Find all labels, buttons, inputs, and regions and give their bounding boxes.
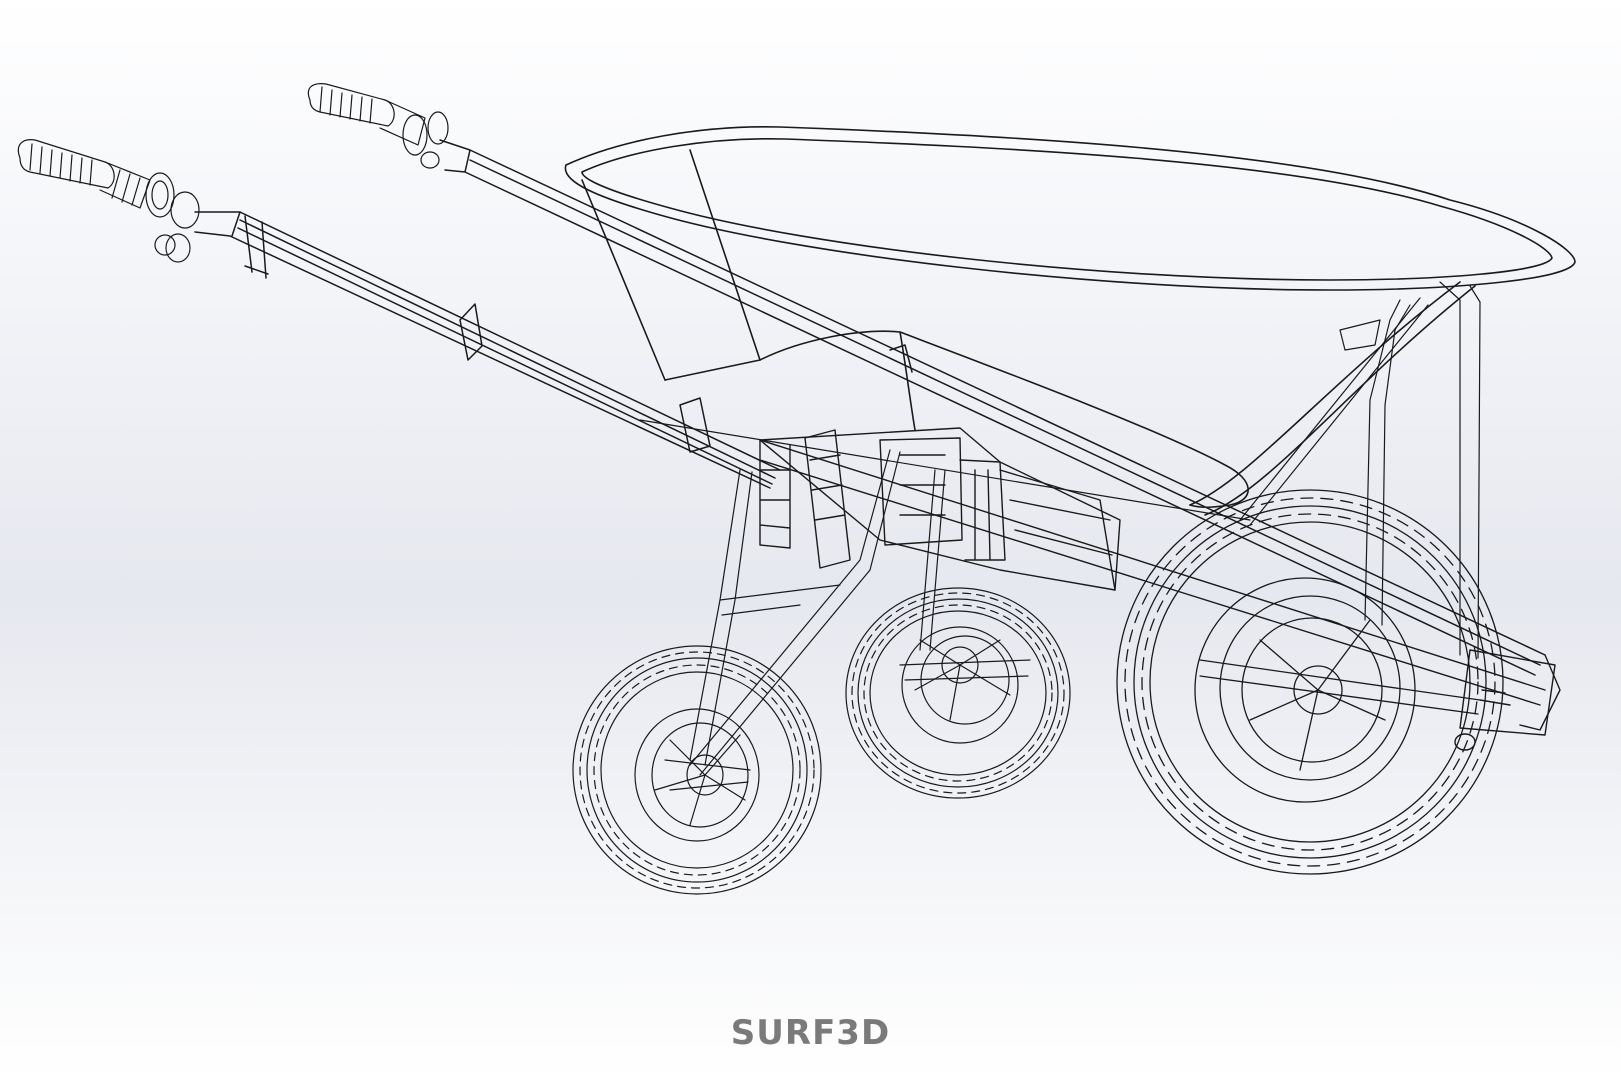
support-struts bbox=[640, 282, 1480, 775]
handle-left bbox=[18, 140, 780, 488]
handle-grip-left bbox=[18, 140, 199, 262]
handle-grip-right bbox=[308, 84, 448, 168]
handle-bar-right bbox=[440, 140, 1545, 675]
handle-bar-left bbox=[195, 212, 780, 488]
brand-logo: SURF3D bbox=[730, 1013, 891, 1053]
wheel-rear-right bbox=[846, 588, 1070, 798]
wheel-front bbox=[1117, 490, 1503, 874]
frame bbox=[760, 428, 1560, 750]
frame-cross-member bbox=[760, 428, 1120, 590]
handle-right bbox=[308, 84, 1545, 675]
front-axle bbox=[1200, 660, 1480, 714]
wheel-rear-left bbox=[573, 646, 821, 894]
tray-bottom bbox=[665, 331, 1248, 507]
tray bbox=[565, 127, 1575, 515]
frame-rail-lower bbox=[760, 440, 1560, 730]
tray-rim-inner bbox=[582, 139, 1552, 280]
tray-front-slope bbox=[1190, 282, 1475, 515]
tray-side-left bbox=[582, 150, 760, 380]
tray-rim-outer bbox=[565, 127, 1575, 290]
